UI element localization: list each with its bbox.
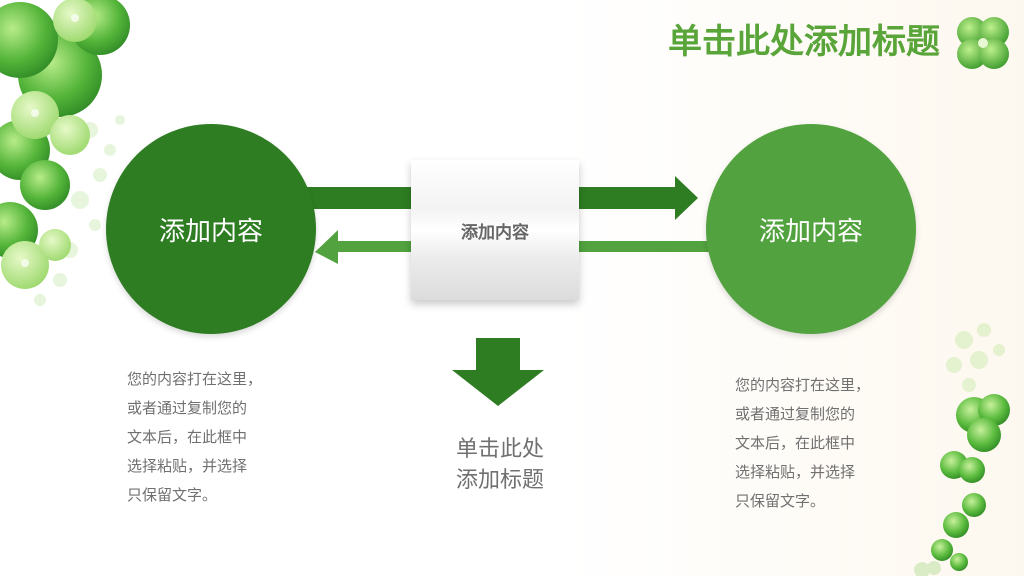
right-text-line: 文本后，在此框中 [735, 434, 856, 452]
left-content-circle[interactable]: 添加内容 [106, 124, 316, 334]
right-text-line: 只保留文字。 [735, 492, 826, 510]
page-title[interactable]: 单击此处添加标题 [668, 22, 940, 62]
right-description-text[interactable]: 您的内容打在这里， 或者通过复制您的 文本后，在此框中 选择粘贴，并选择 只保留… [735, 371, 895, 516]
bottom-caption-line: 单击此处 [455, 437, 544, 462]
left-text-line: 您的内容打在这里， [127, 370, 263, 388]
right-text-line: 您的内容打在这里， [735, 376, 871, 394]
center-box-label: 添加内容 [461, 222, 529, 243]
bottom-caption[interactable]: 单击此处 添加标题 [440, 434, 560, 496]
right-text-line: 选择粘贴，并选择 [735, 463, 856, 481]
clover-decoration-left-icon [0, 0, 130, 306]
right-text-line: 或者通过复制您的 [735, 405, 856, 423]
clover-title-icon [957, 17, 1009, 69]
left-text-line: 只保留文字。 [127, 486, 218, 504]
left-circle-label: 添加内容 [158, 216, 263, 247]
right-circle-label: 添加内容 [758, 216, 863, 247]
arrow-down-icon [452, 338, 544, 406]
bottom-caption-line: 添加标题 [455, 468, 544, 493]
right-content-circle[interactable]: 添加内容 [706, 124, 916, 334]
center-content-box[interactable]: 添加内容 [411, 160, 579, 300]
left-text-line: 或者通过复制您的 [127, 399, 248, 417]
left-description-text[interactable]: 您的内容打在这里， 或者通过复制您的 文本后，在此框中 选择粘贴，并选择 只保留… [127, 365, 287, 510]
clover-decoration-right-icon [914, 323, 1010, 576]
left-text-line: 文本后，在此框中 [127, 428, 248, 446]
left-text-line: 选择粘贴，并选择 [127, 457, 248, 475]
